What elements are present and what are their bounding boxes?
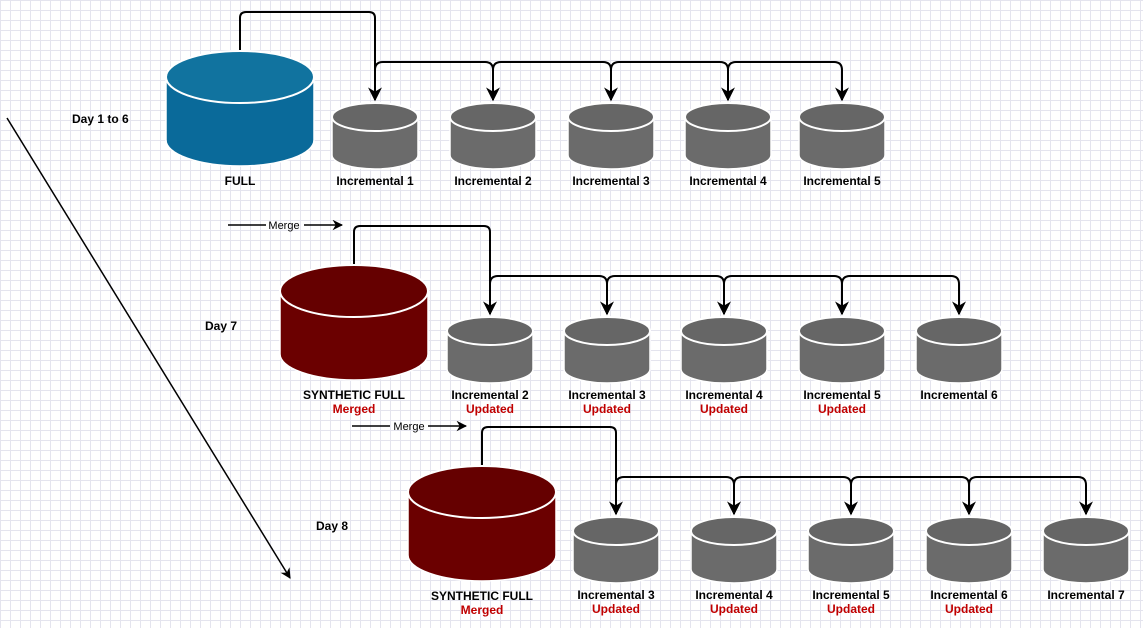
- inc-sublabel-row-2: Updated: [583, 402, 631, 416]
- incremental-cylinder-row-3: [807, 516, 895, 584]
- incremental-cylinder-row-3: [572, 516, 660, 584]
- incremental-cylinder-row-2-top: [680, 316, 768, 346]
- inc-sublabel-row-3: Updated: [592, 602, 640, 616]
- incremental-cylinder-row-3-top: [807, 516, 895, 546]
- inc-label-row-3: Incremental 7: [1047, 588, 1125, 602]
- inc-label-row-2: Incremental 6: [920, 388, 998, 402]
- inc-sublabel-row-3: Updated: [945, 602, 993, 616]
- chain-connector-row-3: [968, 476, 1093, 516]
- incremental-cylinder-row-1: [567, 102, 655, 170]
- base-sublabel-row-2: Merged: [333, 402, 376, 416]
- inc-sublabel-row-2: Updated: [818, 402, 866, 416]
- base-sublabel-row-3: Merged: [461, 603, 504, 617]
- chain-connector-row-3: [733, 476, 858, 516]
- cylinders: [165, 50, 1130, 584]
- inc-label-row-3: Incremental 5: [812, 588, 890, 602]
- incremental-cylinder-row-1-top: [798, 102, 886, 132]
- inc-sublabel-row-3: Updated: [827, 602, 875, 616]
- incremental-cylinder-row-2: [915, 316, 1003, 384]
- chain-connector-row-1: [374, 61, 500, 102]
- chain-connector-row-1: [492, 61, 618, 102]
- inc-sublabel-row-2: Updated: [466, 402, 514, 416]
- inc-label-row-2: Incremental 2: [451, 388, 529, 402]
- incremental-cylinder-row-2: [563, 316, 651, 384]
- incremental-cylinder-row-2: [680, 316, 768, 384]
- incremental-cylinder-row-1: [331, 102, 419, 170]
- base-cylinder-row-2-top: [279, 264, 429, 318]
- labels: Day 1 to 6 FULL Incremental 1 Incrementa…: [72, 112, 1125, 617]
- incremental-cylinder-row-3: [925, 516, 1013, 584]
- inc-sublabel-row-2: Updated: [700, 402, 748, 416]
- base-connector-row-2: [353, 225, 497, 316]
- chain-connector-row-3: [850, 476, 976, 516]
- inc-label-row-2: Incremental 3: [568, 388, 646, 402]
- day-label-row-2: Day 7: [205, 319, 237, 333]
- chain-connector-row-2: [606, 275, 731, 316]
- inc-label-row-2: Incremental 4: [685, 388, 763, 402]
- inc-label-row-1: Incremental 5: [803, 174, 881, 188]
- incremental-cylinder-row-3-top: [572, 516, 660, 546]
- base-cylinder-row-1-top: [165, 50, 315, 104]
- incremental-cylinder-row-3-top: [690, 516, 778, 546]
- inc-label-row-1: Incremental 4: [689, 174, 767, 188]
- chain-connector-row-2: [841, 275, 966, 316]
- incremental-cylinder-row-3: [690, 516, 778, 584]
- incremental-cylinder-row-3: [1042, 516, 1130, 584]
- merge-label-row-3: Merge: [393, 421, 424, 433]
- base-cylinder-row-2: [279, 264, 429, 381]
- incremental-cylinder-row-1: [798, 102, 886, 170]
- base-label-row-3: SYNTHETIC FULL: [431, 589, 533, 603]
- inc-label-row-3: Incremental 3: [577, 588, 655, 602]
- base-label-row-2: SYNTHETIC FULL: [303, 388, 405, 402]
- incremental-cylinder-row-2-top: [446, 316, 534, 346]
- incremental-cylinder-row-1: [449, 102, 537, 170]
- inc-label-row-2: Incremental 5: [803, 388, 881, 402]
- base-cylinder-row-1: [165, 50, 315, 167]
- incremental-cylinder-row-1-top: [684, 102, 772, 132]
- inc-label-row-1: Incremental 1: [336, 174, 414, 188]
- inc-label-row-3: Incremental 6: [930, 588, 1008, 602]
- chain-connector-row-1: [610, 61, 735, 102]
- incremental-cylinder-row-3-top: [925, 516, 1013, 546]
- incremental-cylinder-row-2-top: [798, 316, 886, 346]
- chain-connector-row-2: [723, 275, 849, 316]
- inc-sublabel-row-3: Updated: [710, 602, 758, 616]
- day-label-row-3: Day 8: [316, 519, 348, 533]
- incremental-cylinder-row-1-top: [567, 102, 655, 132]
- merge-label-row-2: Merge: [268, 220, 299, 232]
- incremental-cylinder-row-1: [684, 102, 772, 170]
- incremental-cylinder-row-3-top: [1042, 516, 1130, 546]
- chain-connector-row-2: [489, 275, 614, 316]
- base-connector-row-3: [481, 426, 623, 516]
- base-cylinder-row-3-top: [407, 465, 557, 519]
- base-label-row-1: FULL: [225, 174, 256, 188]
- timeline-arrow: [6, 117, 291, 579]
- incremental-cylinder-row-2: [446, 316, 534, 384]
- inc-label-row-1: Incremental 2: [454, 174, 532, 188]
- base-cylinder-row-3: [407, 465, 557, 582]
- inc-label-row-3: Incremental 4: [695, 588, 773, 602]
- inc-label-row-1: Incremental 3: [572, 174, 650, 188]
- connector-lines: [228, 11, 1093, 516]
- incremental-cylinder-row-2: [798, 316, 886, 384]
- chain-connector-row-3: [615, 476, 741, 516]
- day-label-row-1: Day 1 to 6: [72, 112, 129, 126]
- chain-connector-row-1: [727, 61, 849, 102]
- incremental-cylinder-row-1-top: [449, 102, 537, 132]
- incremental-cylinder-row-1-top: [331, 102, 419, 132]
- incremental-cylinder-row-2-top: [915, 316, 1003, 346]
- incremental-cylinder-row-2-top: [563, 316, 651, 346]
- base-connector-row-1: [239, 11, 382, 102]
